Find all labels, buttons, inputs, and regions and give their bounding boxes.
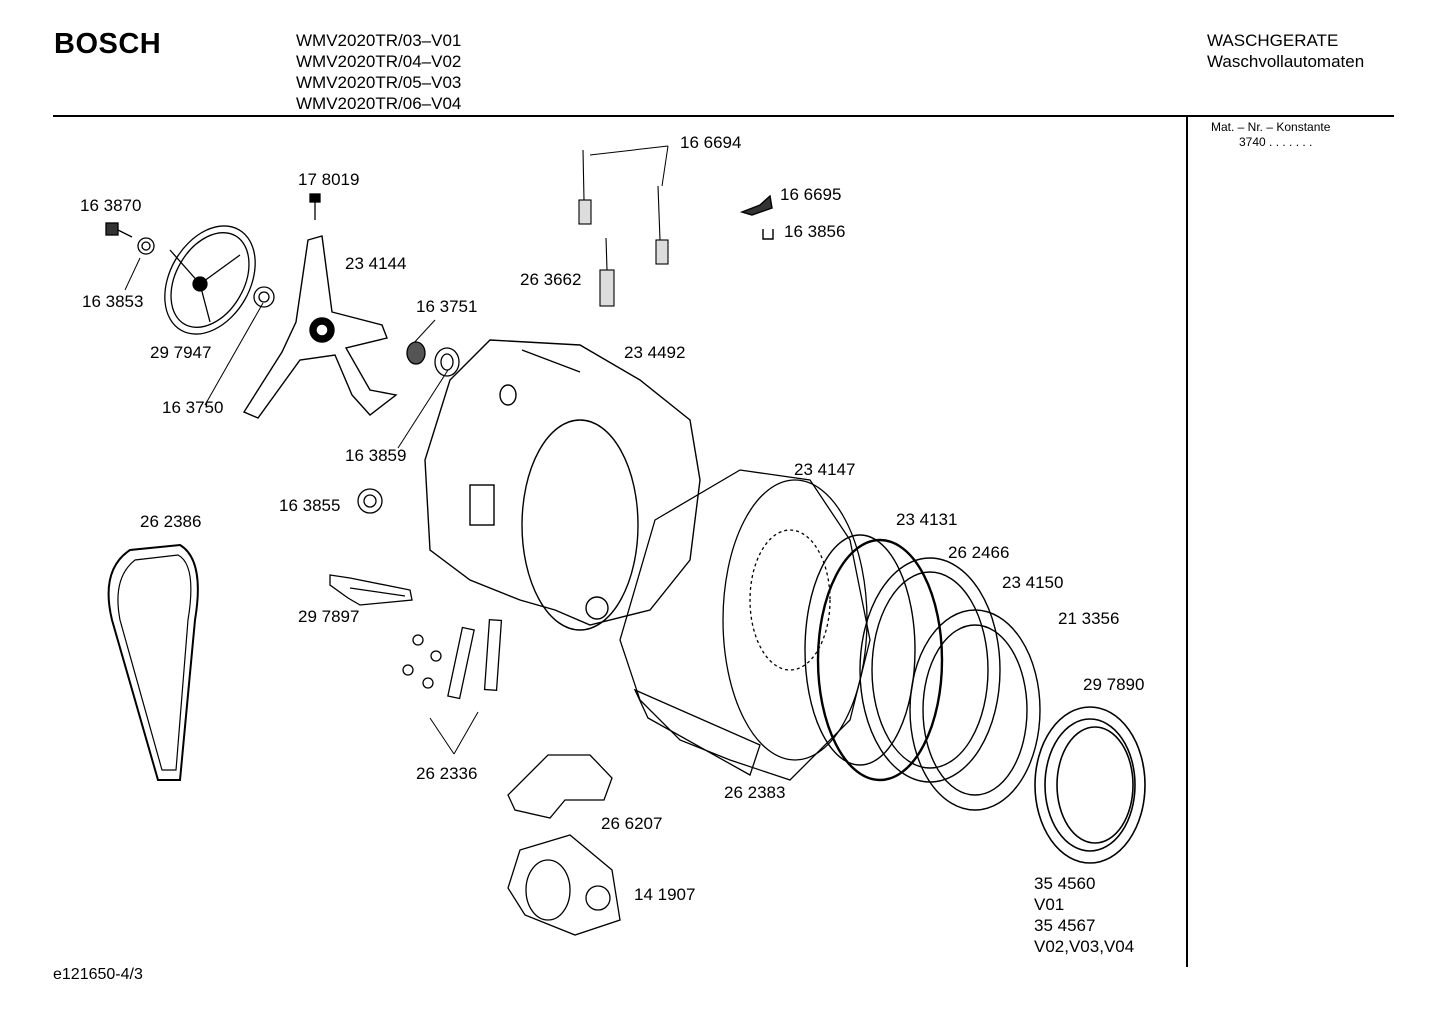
drum-spider-icon	[242, 235, 398, 419]
part-label: 26 2386	[140, 512, 202, 531]
model-number: WMV2020TR/05–V03	[296, 73, 462, 92]
part-label: 16 3870	[80, 196, 142, 215]
part-label: 16 3751	[416, 297, 478, 316]
part-label: 29 7890	[1083, 675, 1145, 694]
model-list: WMV2020TR/03–V01 WMV2020TR/04–V02 WMV202…	[296, 30, 461, 114]
part-label: 17 8019	[298, 170, 360, 189]
part-label: 23 4492	[624, 343, 686, 362]
part-label: 23 4147	[794, 460, 856, 479]
category-subtitle: Waschvollautomaten	[1207, 52, 1365, 71]
part-label: 16 6695	[780, 185, 842, 204]
door-part-number: 35 4567	[1034, 916, 1096, 935]
door-part-note: 35 4560 V01 35 4567 V02,V03,V04	[1034, 873, 1134, 957]
bearing-set-icon	[357, 341, 460, 514]
screw-163870-icon	[105, 222, 155, 255]
part-label: 26 6207	[601, 814, 663, 833]
constant-label: Mat. – Nr. – Konstante	[1211, 120, 1331, 134]
part-label: 16 3856	[784, 222, 846, 241]
brand-logo: BOSCH	[54, 28, 162, 60]
drive-belt-icon	[107, 543, 199, 781]
door-part-number: 35 4560	[1034, 874, 1096, 893]
part-label: 16 3853	[82, 292, 144, 311]
part-label: 21 3356	[1058, 609, 1120, 628]
constant-value: 3740 . . . . . . .	[1239, 135, 1313, 149]
part-label: 14 1907	[634, 885, 696, 904]
door-gasket-icon	[1034, 706, 1146, 864]
pulley-wheel-icon	[164, 225, 275, 335]
leader-lines	[124, 145, 669, 755]
part-label: 26 2336	[416, 764, 478, 783]
document-id: e121650-4/3	[53, 966, 143, 983]
clip-icon	[739, 194, 774, 240]
insulation-pad-icon	[507, 754, 613, 819]
screw-178019-icon	[309, 193, 321, 220]
door-part-variant: V02,V03,V04	[1034, 937, 1135, 956]
part-label: 26 2466	[948, 543, 1010, 562]
spring-icon	[578, 149, 669, 307]
constant-block: Mat. – Nr. – Konstante 3740 . . . . . . …	[1211, 120, 1330, 150]
heater-element-icon	[329, 574, 413, 606]
part-label: 16 3855	[279, 496, 341, 515]
part-label: 26 3662	[520, 270, 582, 289]
outer-tub-icon	[424, 339, 701, 631]
part-label: 23 4150	[1002, 573, 1064, 592]
door-part-variant: V01	[1034, 895, 1065, 914]
counterweight-icon	[633, 688, 761, 776]
category-title: WASCHGERATE	[1207, 31, 1339, 50]
sidebar-divider	[1186, 117, 1188, 967]
model-number: WMV2020TR/06–V04	[296, 94, 462, 113]
part-label: 23 4131	[896, 510, 958, 529]
part-label: 16 3750	[162, 398, 224, 417]
model-number: WMV2020TR/03–V01	[296, 31, 462, 50]
part-label: 26 2383	[724, 783, 786, 802]
exploded-view-drawing	[105, 145, 1146, 936]
inner-drum-icon	[619, 469, 871, 781]
header-divider	[53, 115, 1394, 117]
part-label: 23 4144	[345, 254, 407, 273]
part-label: 16 3859	[345, 446, 407, 465]
part-label: 16 6694	[680, 133, 742, 152]
tub-ring-icon	[804, 534, 1041, 811]
model-number: WMV2020TR/04–V02	[296, 52, 462, 71]
category-block: WASCHGERATE Waschvollautomaten	[1207, 30, 1364, 72]
part-label: 29 7897	[298, 607, 360, 626]
motor-icon	[507, 834, 621, 936]
shock-absorber-icon	[402, 618, 503, 700]
part-label: 29 7947	[150, 343, 212, 362]
